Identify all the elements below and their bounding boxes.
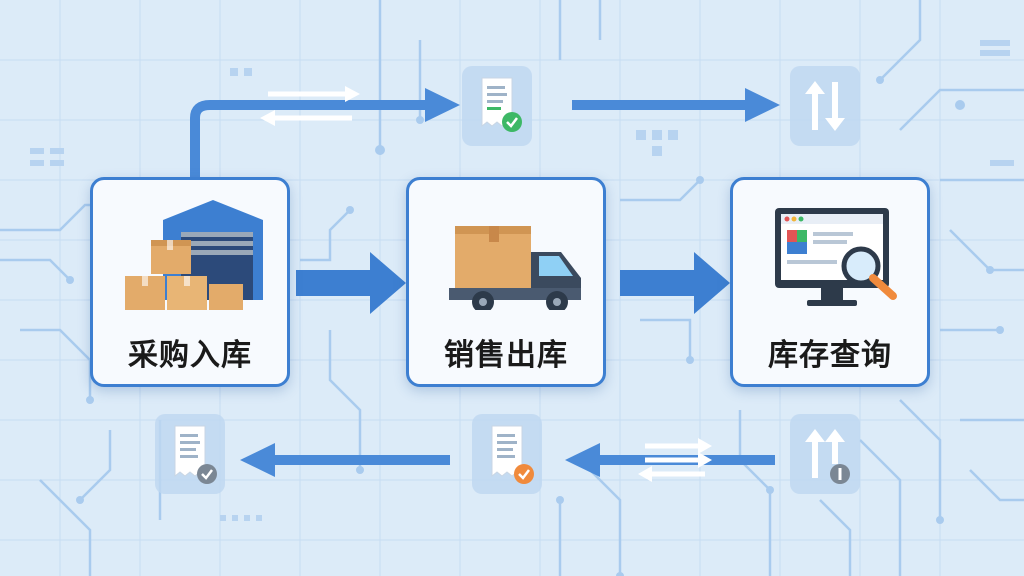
receipt-check-icon	[174, 425, 217, 484]
step-card-purchase[interactable]: 采购入库	[90, 177, 290, 387]
double-arrow-bottom	[645, 443, 705, 477]
receipt-top-tile	[462, 66, 532, 146]
receipt-check-icon	[491, 425, 534, 484]
arrow-purchase-to-receipt	[190, 100, 435, 185]
receipt-bottom-left-tile	[155, 414, 225, 494]
vertical-arrows-info-icon	[805, 429, 850, 484]
step-card-sales[interactable]: 销售出库	[406, 177, 606, 387]
transfer-bottom-tile	[790, 414, 860, 494]
vertical-arrows-icon	[805, 81, 845, 131]
receipt-check-icon	[481, 77, 522, 132]
step-label-inventory: 库存查询	[768, 338, 892, 373]
step-card-inventory[interactable]: 库存查询	[730, 177, 930, 387]
arrow-purchase-to-sales	[296, 270, 376, 296]
step-label-purchase: 采购入库	[128, 338, 252, 373]
arrow-sales-to-inventory	[620, 270, 700, 296]
double-arrow-top	[268, 91, 352, 121]
delivery-truck-icon	[449, 226, 581, 310]
monitor-magnifier-icon	[775, 208, 897, 306]
step-label-sales: 销售出库	[444, 338, 568, 373]
warehouse-boxes-icon	[125, 200, 263, 310]
receipt-bottom-mid-tile	[472, 414, 542, 494]
transfer-top-tile	[790, 66, 860, 146]
